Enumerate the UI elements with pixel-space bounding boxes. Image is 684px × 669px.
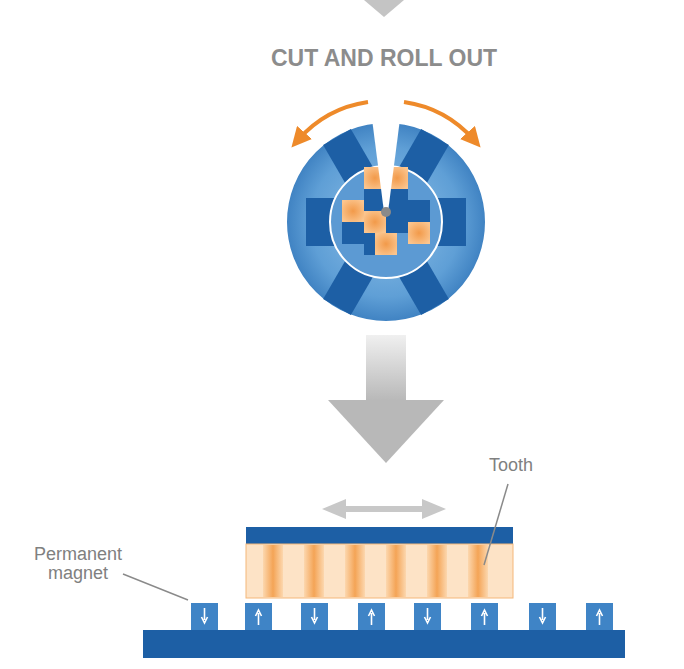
polarity-arrow (425, 608, 431, 623)
polarity-arrow (369, 610, 375, 625)
tooth-stripe (427, 545, 447, 597)
tooth-stripe (304, 545, 324, 597)
permanent-magnet-row (191, 603, 613, 630)
transform-arrow (328, 335, 444, 463)
leader-line (484, 484, 508, 565)
magnet-block (529, 603, 556, 630)
flow-arrow-tip (364, 0, 404, 17)
magnet-block (414, 603, 441, 630)
cut-wedge (368, 88, 404, 212)
polarity-arrow (597, 610, 603, 625)
magnet-block (191, 603, 218, 630)
roll-arrow (298, 102, 368, 140)
magnet-block (245, 603, 272, 630)
magnet-block (471, 603, 498, 630)
roll-arrow (404, 102, 474, 140)
magnet-block (586, 603, 613, 630)
polarity-arrow (312, 608, 318, 623)
tooth-stripe (263, 545, 283, 597)
polarity-arrow (202, 608, 208, 623)
magnet-block (301, 603, 328, 630)
part-label: Permanent magnet (28, 545, 128, 583)
base-plate (143, 630, 625, 658)
heading: CUT AND ROLL OUT (271, 45, 497, 72)
polarity-arrow (482, 610, 488, 625)
polarity-arrow (540, 608, 546, 623)
polarity-arrow (256, 610, 262, 625)
motion-arrow (322, 499, 446, 519)
part-label: Tooth (489, 456, 533, 475)
rotary-motor (286, 88, 486, 322)
tooth-stripe (386, 545, 406, 597)
leader-line (123, 574, 188, 600)
magnet-block (358, 603, 385, 630)
tooth-stripe (468, 545, 488, 597)
tooth-stripe (345, 545, 365, 597)
linear-mover (246, 527, 513, 598)
